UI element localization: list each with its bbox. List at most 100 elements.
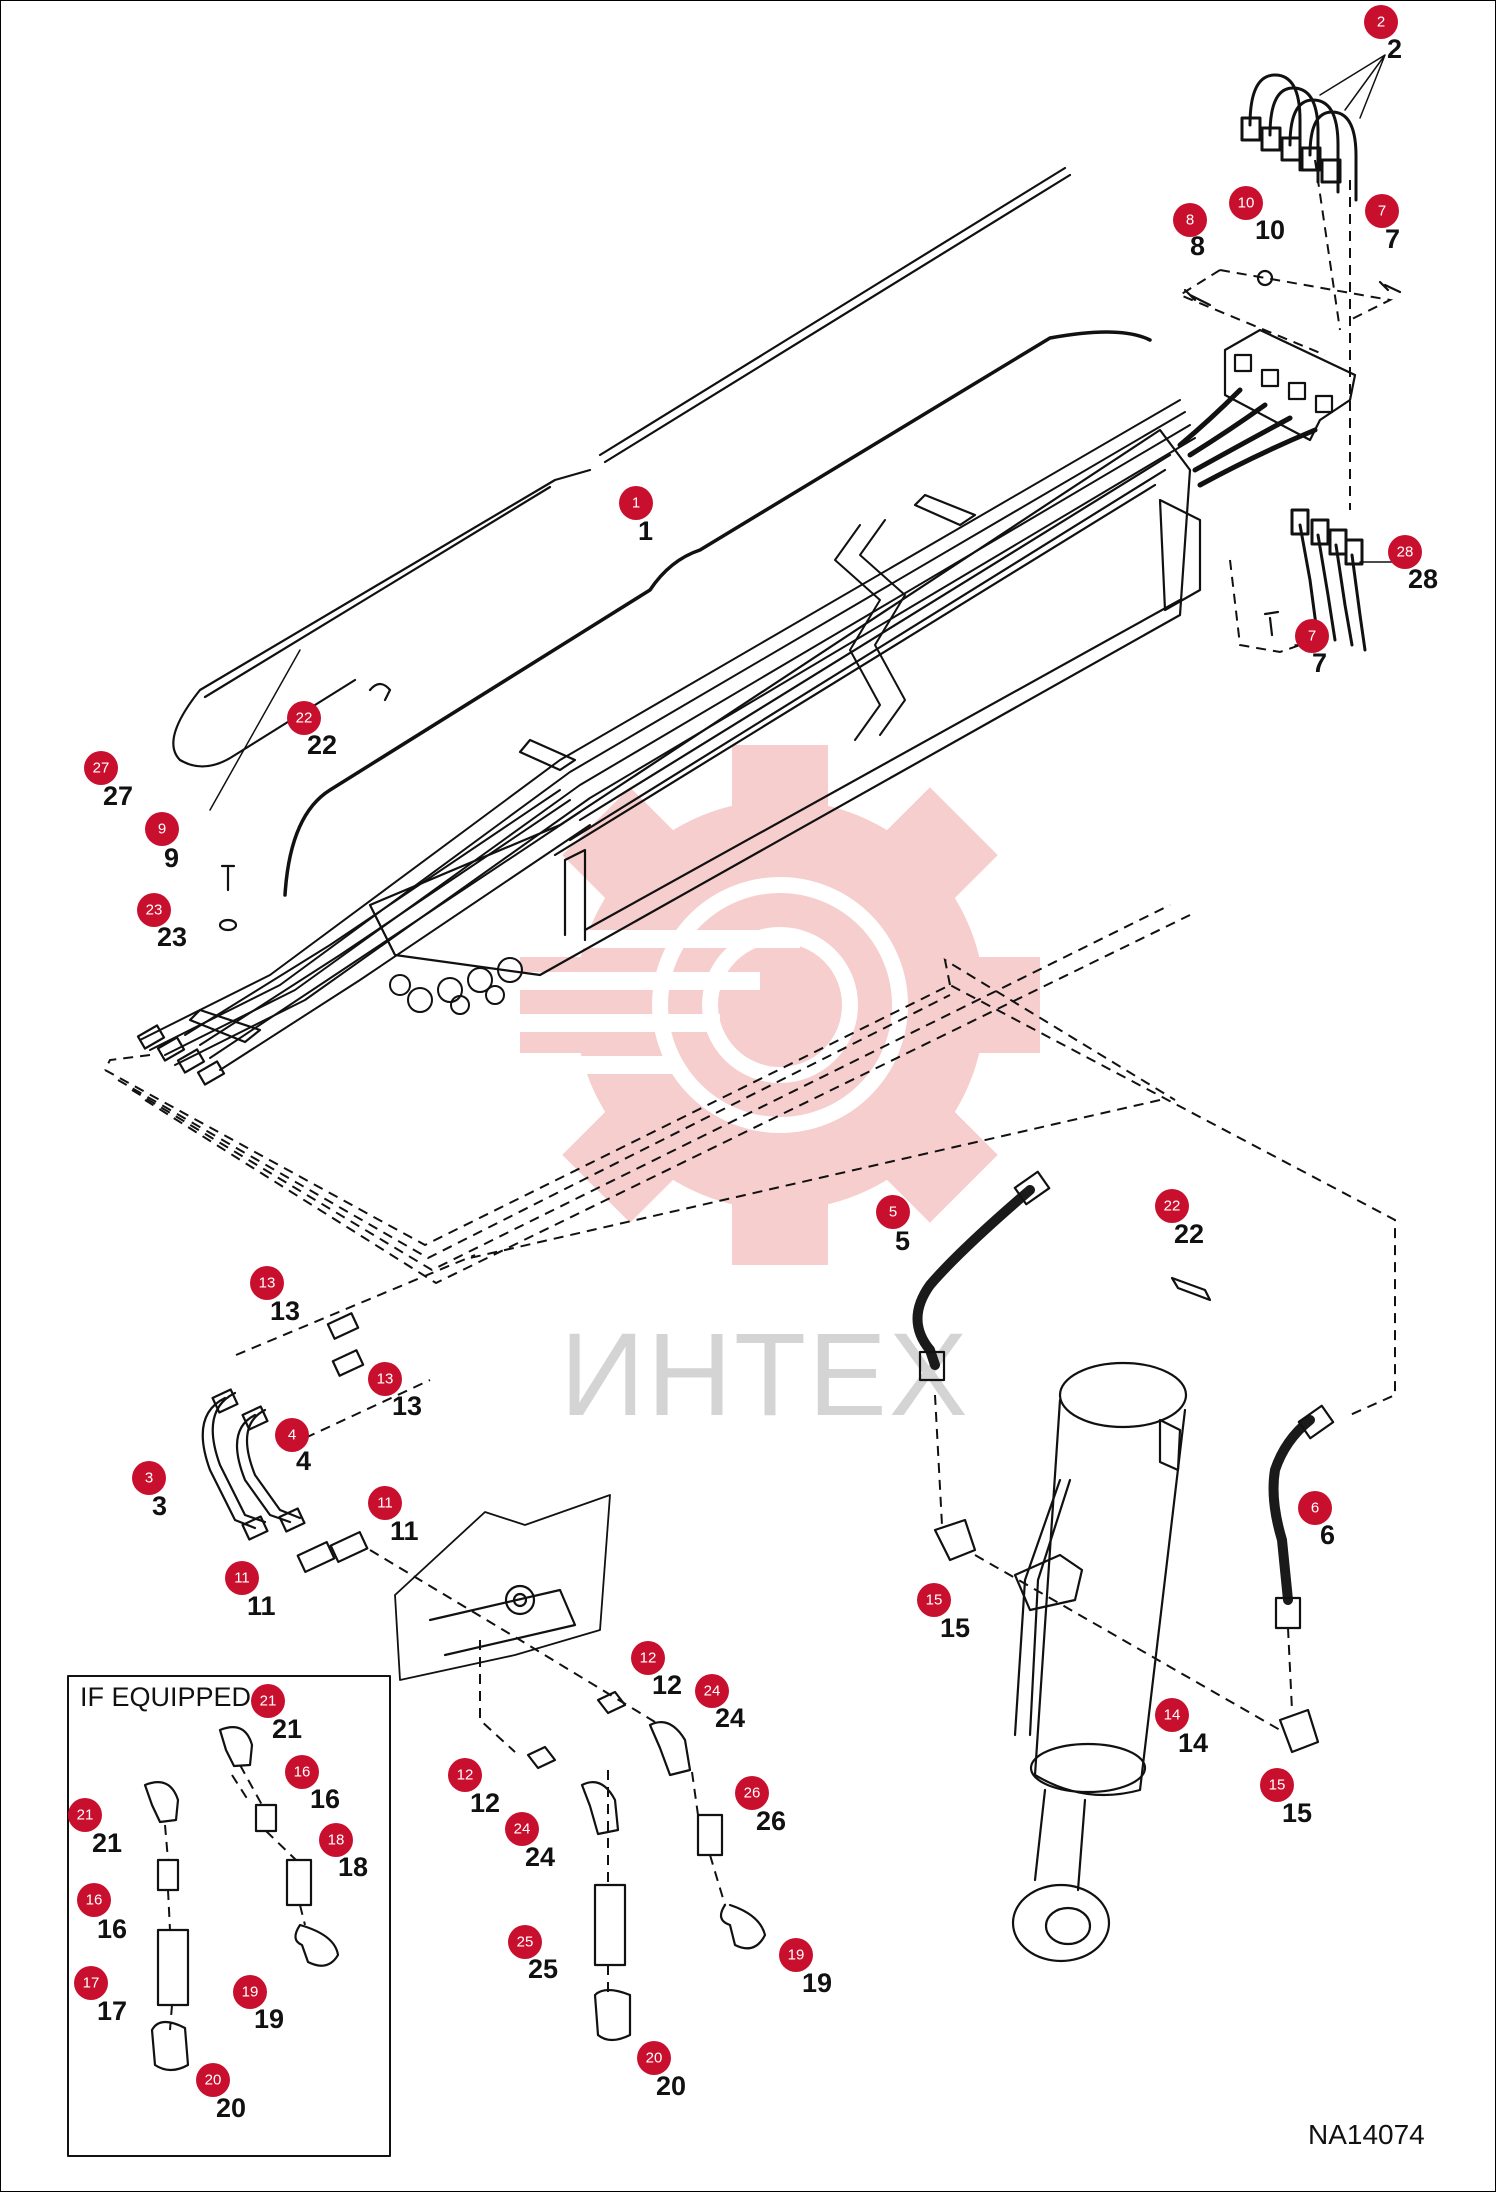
cylinder-rod [1033,1788,1087,1892]
callout-badge [1173,203,1207,237]
callout-badge-number: 19 [788,1947,805,1964]
callout-part-number: 14 [1178,1728,1208,1758]
callout-badge [84,751,118,785]
callout-badge-number: 27 [93,760,110,777]
callout-badge-number: 15 [926,1592,943,1609]
callout-badge-number: 13 [259,1275,276,1292]
callout-badge [319,1823,353,1857]
clip-22b [1170,1276,1212,1302]
callout-badge [1260,1768,1294,1802]
adapter-16b [254,1803,278,1833]
callout-badge [448,1758,482,1792]
callout-badge-number: 11 [377,1495,393,1512]
callout-badge [1388,535,1422,569]
valve-body [394,1494,611,1681]
callout-c4: 44 [275,1418,311,1476]
callout-c5: 55 [876,1195,910,1256]
elbow-24a [648,1721,692,1777]
callout-badge [132,1461,166,1495]
callout-badge-number: 10 [1238,195,1255,212]
callout-part-number: 19 [802,1968,832,1998]
callout-badge-number: 15 [1269,1777,1286,1794]
callout-c6: 66 [1298,1491,1335,1550]
callout-c2: 22 [1364,5,1402,64]
callout-badge [1229,186,1263,220]
callout-part-number: 17 [97,1996,127,2026]
cylinder-barrel [1033,1398,1187,1797]
callout-badge [250,1266,284,1300]
callout-badge [77,1883,111,1917]
callouts-layer: 2210108877112828772222272799232355222213… [68,5,1438,2123]
callout-c1: 11 [619,486,653,546]
callout-badge-number: 24 [514,1821,531,1838]
callout-part-number: 12 [470,1788,500,1818]
callout-part-number: 12 [652,1670,682,1700]
callout-badge-number: 20 [205,2072,222,2089]
callout-badge [1155,1698,1189,1732]
hydraulic-tubes [139,399,1196,1071]
callout-badge [1155,1189,1189,1223]
coupler-18 [285,1858,313,1907]
callout-badge [225,1561,259,1595]
inset-title: IF EQUIPPED [80,1682,251,1712]
callout-badge-number: 20 [646,2050,663,2067]
callout-badge [74,1966,108,2000]
callout-badge [876,1195,910,1229]
callout-part-number: 13 [392,1391,422,1421]
line-art [67,54,1402,2157]
adapter-16a [156,1858,180,1892]
callout-part-number: 16 [310,1784,340,1814]
watermark-text: ИНТЕХ [560,1309,970,1441]
callout-badge [695,1674,729,1708]
callout-badge [137,893,171,927]
bolt-8 [1183,288,1212,307]
callout-part-number: 22 [307,730,337,760]
elbow-21a [143,1781,180,1824]
callout-badge [917,1583,951,1617]
callout-part-number: 21 [92,1828,122,1858]
callout-part-number: 11 [247,1591,276,1621]
callout-part-number: 13 [270,1296,300,1326]
callout-badge [68,1798,102,1832]
callout-part-number: 21 [272,1714,302,1744]
callout-badge-number: 18 [328,1832,345,1849]
callout-c7b: 77 [1295,619,1329,678]
hose-5 [912,1185,1035,1370]
bolt-9 [220,864,236,892]
callout-badge-number: 9 [158,821,166,838]
callout-part-number: 8 [1190,231,1205,261]
callout-badge [1365,194,1399,228]
cap-20a [150,2020,190,2072]
clip-22a [368,682,392,702]
callout-badge [735,1776,769,1810]
callout-part-number: 3 [152,1491,167,1521]
callout-part-number: 6 [1320,1520,1335,1550]
callout-badge [1364,5,1398,39]
callout-badge-number: 16 [294,1764,311,1781]
callout-part-number: 27 [103,781,133,811]
callout-part-number: 19 [254,2004,284,2034]
bracket-fittings [1233,353,1334,414]
callout-part-number: 28 [1408,564,1438,594]
callout-c9: 99 [145,812,179,873]
callout-part-number: 18 [338,1852,368,1882]
callout-badge-number: 28 [1397,544,1414,561]
